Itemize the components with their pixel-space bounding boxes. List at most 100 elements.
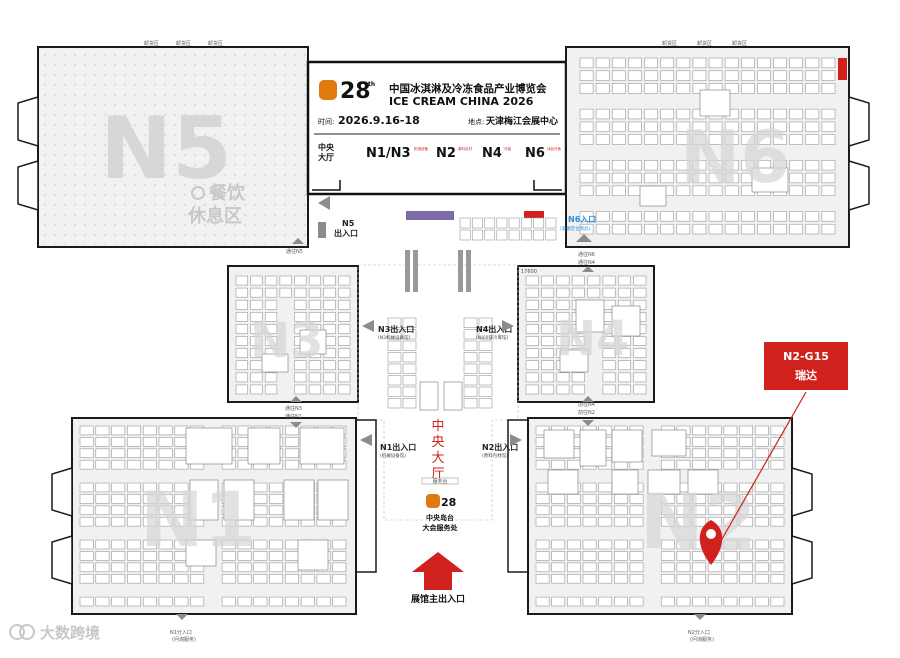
booth: [770, 459, 785, 470]
booth: [602, 287, 616, 298]
entrance-n1[interactable]: N1出入口 (机械设备馆): [360, 434, 416, 459]
booth: [142, 551, 157, 561]
booth: [111, 562, 126, 573]
main-entrance[interactable]: 展馆主出入口: [411, 552, 465, 605]
booth: [628, 134, 642, 145]
booth: [525, 287, 539, 298]
booth: [598, 505, 613, 516]
booth: [221, 551, 236, 561]
entrance-n6-label: N6入口: [568, 215, 596, 224]
booth: [496, 229, 508, 241]
booth: [617, 287, 631, 298]
booth: [602, 336, 616, 346]
booth: [660, 211, 675, 222]
booth: [541, 372, 555, 383]
entrance-n3[interactable]: N3出入口 (N3机械设备馆): [362, 320, 414, 341]
booth: [613, 516, 628, 527]
booth: [770, 505, 785, 516]
booth: [639, 185, 667, 207]
hall-n2[interactable]: N2: [507, 417, 813, 615]
booth: [525, 311, 539, 322]
booth: [332, 562, 347, 573]
booth: [821, 185, 836, 196]
booth: [708, 134, 723, 145]
entrance-n2-side[interactable]: N2分入口 (问询服务): [688, 614, 714, 643]
booth: [551, 596, 566, 607]
hall-n5[interactable]: N5 餐饮 休息区: [17, 46, 309, 248]
booth: [95, 562, 110, 573]
edition-badge-icon: [319, 80, 337, 100]
booth: [111, 459, 126, 470]
svg-text:冰品冷食: 冰品冷食: [547, 146, 561, 151]
booth: [617, 348, 631, 359]
entrance-n2[interactable]: N2出入口 (原料包材馆): [482, 434, 522, 459]
booth: [556, 336, 570, 346]
booth: [644, 159, 658, 171]
booth: [463, 386, 478, 397]
booth: [264, 324, 278, 334]
booth: [692, 211, 707, 222]
n5-rest-line2: 休息区: [187, 205, 242, 227]
entrance-n6[interactable]: N6入口 (高德定位到此): [560, 215, 596, 242]
poster-time-label: 时间:: [318, 117, 334, 126]
booth: [757, 108, 771, 120]
booth: [579, 211, 594, 222]
svg-text:N2: N2: [436, 146, 456, 161]
booth: [633, 336, 647, 346]
booth: [294, 287, 307, 298]
booth: [692, 70, 707, 81]
booth: [111, 437, 126, 447]
booth: [323, 324, 336, 334]
booth: [338, 311, 351, 322]
booth: [535, 459, 550, 470]
booth: [308, 275, 322, 286]
n3-booth-grid: [235, 275, 351, 395]
hall-n1[interactable]: N1: [51, 417, 377, 615]
hall-n3[interactable]: N3: [227, 265, 359, 403]
booth: [174, 505, 189, 516]
booth: [264, 275, 278, 286]
booth: [283, 479, 315, 521]
booth: [463, 340, 478, 351]
booth: [142, 562, 157, 573]
arrow-down-icon: [582, 420, 594, 426]
booth: [111, 505, 126, 516]
booth: [285, 459, 299, 470]
booth: [821, 172, 836, 184]
svg-text:N4出入口: N4出入口: [476, 324, 512, 334]
booth: [316, 596, 331, 607]
booth: [611, 70, 626, 81]
booth: [602, 384, 616, 395]
booth: [535, 516, 550, 527]
booth: [127, 539, 141, 550]
booth: [579, 83, 594, 94]
booth: [613, 551, 628, 561]
booth: [692, 494, 707, 504]
booth: [757, 211, 771, 222]
booth: [805, 83, 820, 94]
booth: [660, 159, 675, 171]
booth: [235, 384, 248, 395]
booth: [443, 381, 463, 411]
entrance-n1-side[interactable]: N1分入口 (问询服务): [170, 614, 196, 643]
booth-marker-callout[interactable]: N2-G15 瑞达: [699, 342, 848, 565]
central-service-desk[interactable]: 28 中央岛台 大会服务处: [423, 494, 459, 532]
hall-n6[interactable]: N6: [565, 46, 870, 248]
booth: [338, 336, 351, 346]
booth: [611, 172, 626, 184]
booth: [221, 539, 236, 550]
booth: [740, 121, 755, 133]
booth: [463, 398, 478, 409]
hall-n4[interactable]: N4 17600: [517, 265, 655, 403]
booth: [754, 437, 769, 447]
booth: [582, 573, 597, 584]
booth: [676, 159, 691, 171]
booth: [174, 494, 189, 504]
booth: [699, 89, 731, 117]
central-red-booth: [524, 211, 544, 218]
booth: [611, 121, 626, 133]
booth: [535, 505, 550, 516]
entrance-n4[interactable]: N4出入口 (N4冷链冷库馆): [476, 320, 514, 341]
